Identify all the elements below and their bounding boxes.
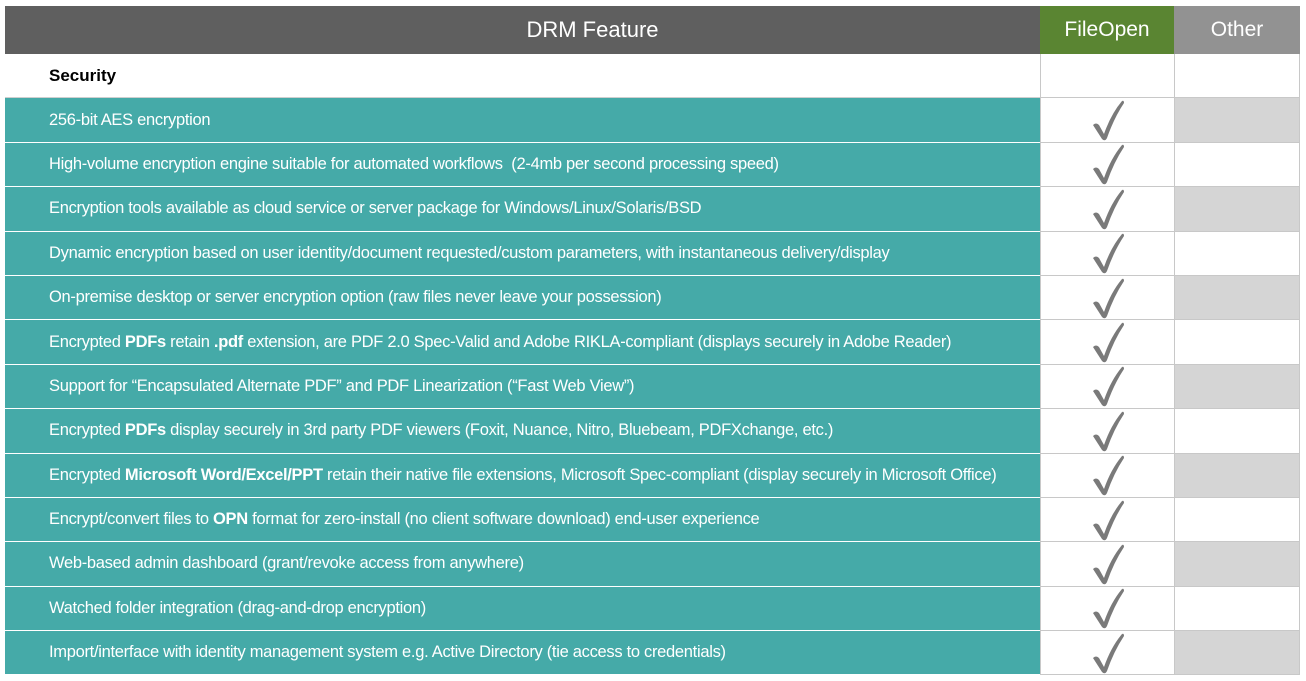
section-fileopen-cell [1040, 54, 1174, 99]
feature-label-text: Support for “Encapsulated Alternate PDF”… [49, 376, 635, 395]
feature-label: Dynamic encryption based on user identit… [5, 231, 1040, 276]
other-cell [1174, 453, 1300, 498]
feature-label: Encrypted PDFs retain .pdf extension, ar… [5, 320, 1040, 365]
table-row: 256-bit AES encryption [5, 98, 1300, 143]
fileopen-cell [1040, 231, 1174, 276]
feature-label-bold: Microsoft Word/Excel/PPT [124, 465, 323, 484]
other-cell [1174, 231, 1300, 276]
checkmark-icon [1092, 189, 1124, 230]
checkmark-icon [1092, 411, 1124, 452]
checkmark-icon [1092, 544, 1124, 585]
fileopen-cell [1040, 98, 1174, 143]
section-row-security: Security [5, 54, 1300, 99]
feature-label-text: 256-bit AES encryption [49, 110, 211, 129]
header-row: DRM Feature FileOpen Other [5, 6, 1300, 54]
fileopen-cell [1040, 409, 1174, 454]
feature-label-bold: PDFs [124, 421, 166, 440]
table-row: Import/interface with identity managemen… [5, 631, 1300, 676]
table-row: Encrypted Microsoft Word/Excel/PPT retai… [5, 453, 1300, 498]
other-cell [1174, 409, 1300, 454]
other-cell [1174, 364, 1300, 410]
other-cell [1174, 275, 1300, 321]
fileopen-cell [1040, 497, 1174, 543]
feature-label-text: extension, are PDF 2.0 Spec-Valid and Ad… [242, 332, 952, 351]
header-drm-feature: DRM Feature [5, 6, 1040, 54]
table-row: Dynamic encryption based on user identit… [5, 231, 1300, 276]
feature-label: Encrypt/convert files to OPN format for … [5, 497, 1040, 543]
fileopen-cell [1040, 453, 1174, 498]
header-other: Other [1174, 6, 1300, 54]
feature-label-text: Encrypted [49, 332, 125, 351]
feature-label: Watched folder integration (drag-and-dro… [5, 586, 1040, 632]
feature-label: Support for “Encapsulated Alternate PDF”… [5, 364, 1040, 410]
fileopen-cell [1040, 542, 1174, 587]
other-cell [1174, 142, 1300, 188]
table-row: Encrypt/convert files to OPN format for … [5, 497, 1300, 543]
checkmark-icon [1092, 322, 1124, 363]
fileopen-cell [1040, 320, 1174, 365]
feature-label-text: High-volume encryption engine suitable f… [49, 154, 779, 173]
fileopen-cell [1040, 586, 1174, 632]
feature-label-bold: OPN [213, 510, 248, 529]
feature-label: Encrypted Microsoft Word/Excel/PPT retai… [5, 453, 1040, 498]
checkmark-icon [1092, 145, 1124, 185]
feature-label: Encrypted PDFs display securely in 3rd p… [5, 409, 1040, 454]
checkmark-icon [1092, 367, 1124, 407]
other-cell [1174, 586, 1300, 632]
fileopen-cell [1040, 364, 1174, 410]
feature-label-text: Dynamic encryption based on user identit… [49, 243, 890, 262]
feature-label: 256-bit AES encryption [5, 98, 1040, 143]
feature-label-text: Encryption tools available as cloud serv… [49, 199, 702, 218]
table-row: Encryption tools available as cloud serv… [5, 187, 1300, 232]
section-other-cell [1174, 54, 1300, 99]
feature-label: Web-based admin dashboard (grant/revoke … [5, 542, 1040, 587]
feature-label-bold: .pdf [213, 332, 243, 351]
fileopen-cell [1040, 142, 1174, 188]
checkmark-icon [1092, 500, 1124, 540]
table-row: On-premise desktop or server encryption … [5, 275, 1300, 321]
feature-label: Encryption tools available as cloud serv… [5, 187, 1040, 232]
table-row: Encrypted PDFs retain .pdf extension, ar… [5, 320, 1300, 365]
feature-label-text: Import/interface with identity managemen… [49, 643, 726, 662]
table-row: High-volume encryption engine suitable f… [5, 142, 1300, 188]
table-row: Support for “Encapsulated Alternate PDF”… [5, 364, 1300, 410]
feature-label-text: Encrypted [49, 421, 125, 440]
checkmark-icon [1092, 234, 1124, 274]
feature-label-bold: PDFs [124, 332, 166, 351]
feature-label-text: On-premise desktop or server encryption … [49, 288, 662, 307]
checkmark-icon [1092, 455, 1124, 496]
other-cell [1174, 187, 1300, 232]
header-fileopen: FileOpen [1040, 6, 1174, 54]
feature-label: On-premise desktop or server encryption … [5, 275, 1040, 321]
other-cell [1174, 320, 1300, 365]
feature-label-text: format for zero-install (no client softw… [247, 510, 760, 529]
section-title: Security [5, 54, 1040, 99]
table-row: Web-based admin dashboard (grant/revoke … [5, 542, 1300, 587]
feature-label: High-volume encryption engine suitable f… [5, 142, 1040, 188]
other-cell [1174, 631, 1300, 676]
checkmark-icon [1092, 589, 1124, 629]
feature-label-text: Encrypted [49, 465, 125, 484]
other-cell [1174, 98, 1300, 143]
feature-label-text: Watched folder integration (drag-and-dro… [49, 598, 426, 617]
table-row: Watched folder integration (drag-and-dro… [5, 586, 1300, 632]
feature-label: Import/interface with identity managemen… [5, 631, 1040, 676]
checkmark-icon [1092, 633, 1124, 674]
feature-label-text: Web-based admin dashboard (grant/revoke … [49, 554, 524, 573]
other-cell [1174, 497, 1300, 543]
fileopen-cell [1040, 275, 1174, 321]
fileopen-cell [1040, 187, 1174, 232]
feature-label-text: display securely in 3rd party PDF viewer… [165, 421, 834, 440]
feature-label-text: retain their native file extensions, Mic… [322, 465, 997, 484]
table-row: Encrypted PDFs display securely in 3rd p… [5, 409, 1300, 454]
feature-label-text: Encrypt/convert files to [49, 510, 213, 529]
checkmark-icon [1092, 278, 1124, 318]
comparison-table: DRM Feature FileOpen Other Security 256-… [5, 6, 1300, 676]
other-cell [1174, 542, 1300, 587]
feature-label-text: retain [165, 332, 214, 351]
checkmark-icon [1092, 100, 1124, 141]
fileopen-cell [1040, 631, 1174, 676]
